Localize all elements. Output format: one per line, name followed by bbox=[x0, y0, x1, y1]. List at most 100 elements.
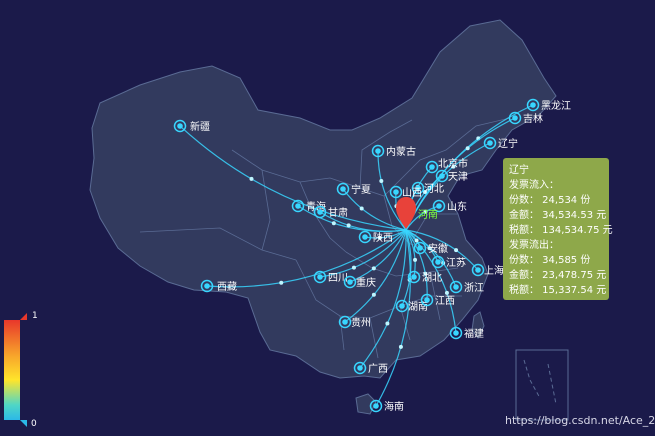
city-node-ring[interactable] bbox=[407, 270, 421, 284]
city-node-ring[interactable] bbox=[389, 185, 403, 199]
flow-arrow bbox=[249, 176, 254, 181]
city-node[interactable] bbox=[317, 274, 323, 280]
tooltip-line: 金额： 23,478.75 元 bbox=[509, 270, 607, 281]
flow-arrow bbox=[385, 321, 390, 326]
flow-arrow bbox=[422, 189, 427, 194]
visual-map-min-label: 0 bbox=[31, 419, 37, 429]
city-node[interactable] bbox=[512, 115, 518, 121]
city-node-ring[interactable] bbox=[173, 119, 187, 133]
city-label: 贵州 bbox=[351, 316, 371, 329]
city-node-ring[interactable] bbox=[338, 315, 352, 329]
city-node-ring[interactable] bbox=[313, 270, 327, 284]
flow-line bbox=[375, 229, 411, 407]
flow-arrow bbox=[454, 248, 459, 253]
city-node[interactable] bbox=[487, 140, 493, 146]
city-node[interactable] bbox=[424, 297, 430, 303]
south-sea-dashes bbox=[523, 359, 557, 405]
flow-line bbox=[405, 229, 457, 334]
city-node[interactable] bbox=[415, 185, 421, 191]
flow-line bbox=[344, 229, 407, 323]
city-node[interactable] bbox=[204, 283, 210, 289]
city-node-ring[interactable] bbox=[353, 361, 367, 375]
city-node[interactable] bbox=[177, 123, 183, 129]
flow-line bbox=[359, 229, 407, 369]
city-node-ring[interactable] bbox=[431, 255, 445, 269]
city-node-ring[interactable] bbox=[336, 182, 350, 196]
city-node-ring[interactable] bbox=[291, 199, 305, 213]
city-node-ring[interactable] bbox=[508, 111, 522, 125]
city-label: 重庆 bbox=[356, 276, 376, 289]
city-node-ring[interactable] bbox=[369, 399, 383, 413]
city-label: 福建 bbox=[464, 327, 484, 340]
city-node[interactable] bbox=[453, 284, 459, 290]
city-node-ring[interactable] bbox=[526, 98, 540, 112]
flow-arrow bbox=[346, 223, 351, 228]
city-node-ring[interactable] bbox=[449, 280, 463, 294]
city-node-ring[interactable] bbox=[413, 241, 427, 255]
flow-line bbox=[179, 125, 407, 231]
watermark: https://blog.csdn.net/Ace_2 bbox=[505, 414, 655, 427]
city-node[interactable] bbox=[295, 203, 301, 209]
city-node-ring[interactable] bbox=[471, 263, 485, 277]
city-node[interactable] bbox=[347, 279, 353, 285]
city-label: 安徽 bbox=[428, 242, 448, 255]
flow-line bbox=[319, 211, 407, 232]
city-node[interactable] bbox=[475, 267, 481, 273]
city-label: 山东 bbox=[447, 200, 467, 213]
city-label: 新疆 bbox=[190, 120, 210, 133]
city-node-ring[interactable] bbox=[420, 293, 434, 307]
city-node-ring[interactable] bbox=[313, 205, 327, 219]
city-node[interactable] bbox=[435, 259, 441, 265]
city-label: 吉林 bbox=[523, 112, 543, 125]
city-node[interactable] bbox=[436, 203, 442, 209]
city-node-ring[interactable] bbox=[411, 181, 425, 195]
city-node[interactable] bbox=[399, 303, 405, 309]
city-node-ring[interactable] bbox=[395, 299, 409, 313]
city-node-ring[interactable] bbox=[432, 199, 446, 213]
flow-arrow bbox=[371, 292, 376, 297]
city-node-ring[interactable] bbox=[449, 326, 463, 340]
city-label: 天津 bbox=[448, 171, 468, 183]
visual-map-bar[interactable] bbox=[4, 320, 20, 420]
city-node[interactable] bbox=[375, 148, 381, 154]
city-label: 西藏 bbox=[217, 281, 237, 293]
city-node-ring[interactable] bbox=[483, 136, 497, 150]
city-node[interactable] bbox=[411, 274, 417, 280]
city-nodes: 新疆内蒙古黑龙江吉林辽宁北京市天津河北山西宁夏青海甘肃山东陕西江苏上海四川重庆湖… bbox=[173, 98, 571, 413]
city-node[interactable] bbox=[429, 164, 435, 170]
city-node[interactable] bbox=[439, 173, 445, 179]
city-node-ring[interactable] bbox=[358, 230, 372, 244]
china-land bbox=[89, 19, 557, 379]
city-node[interactable] bbox=[317, 209, 323, 215]
city-node[interactable] bbox=[342, 319, 348, 325]
tooltip-line: 发票流入： bbox=[509, 180, 559, 191]
flow-arrow bbox=[465, 146, 470, 151]
tooltip-line: 份数： 34,585 份 bbox=[509, 255, 591, 266]
city-node[interactable] bbox=[362, 234, 368, 240]
city-node[interactable] bbox=[393, 189, 399, 195]
city-node[interactable] bbox=[340, 186, 346, 192]
city-node[interactable] bbox=[357, 365, 363, 371]
visual-map-min-handle[interactable] bbox=[20, 420, 27, 427]
tooltip-line: 税额： 15,337.54 元 bbox=[509, 285, 607, 296]
flow-line bbox=[405, 229, 479, 271]
hub-pin-icon[interactable] bbox=[396, 197, 416, 229]
city-node-ring[interactable] bbox=[371, 144, 385, 158]
city-node-ring[interactable] bbox=[200, 279, 214, 293]
flow-lines bbox=[179, 104, 534, 407]
city-node-ring[interactable] bbox=[425, 160, 439, 174]
visual-map-max-handle[interactable] bbox=[20, 313, 27, 320]
city-node[interactable] bbox=[453, 330, 459, 336]
city-label: 甘肃 bbox=[328, 206, 348, 219]
city-label: 上海 bbox=[484, 264, 504, 277]
city-node-ring[interactable] bbox=[435, 169, 449, 183]
flow-line bbox=[377, 150, 407, 231]
flow-line bbox=[405, 205, 440, 231]
tooltip-line: 发票流出： bbox=[509, 240, 559, 251]
city-node-ring[interactable] bbox=[343, 275, 357, 289]
flow-line bbox=[405, 229, 428, 301]
city-node[interactable] bbox=[530, 102, 536, 108]
city-node[interactable] bbox=[417, 245, 423, 251]
flow-arrow bbox=[413, 257, 418, 262]
city-node[interactable] bbox=[373, 403, 379, 409]
